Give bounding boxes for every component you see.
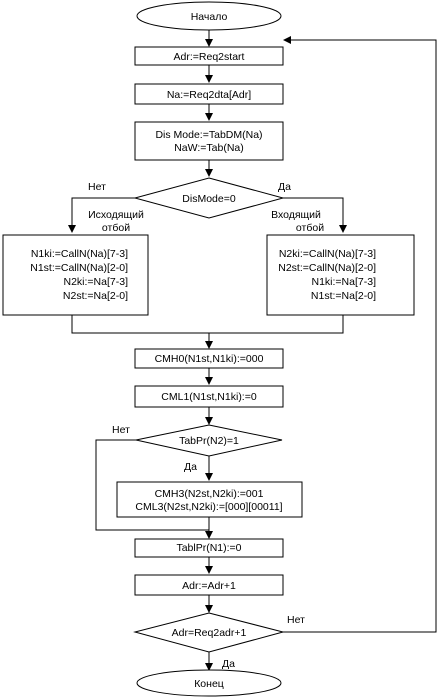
left-line-3: N2ki:=Na[7-3] <box>64 276 129 288</box>
edge-loop-back <box>283 36 437 633</box>
adr-end-decision <box>133 612 285 653</box>
outgoing-branch-box <box>2 234 149 316</box>
right-caption-1: Входящий <box>271 209 321 221</box>
adr-init-box <box>134 46 284 66</box>
nodes: Начало Adr:=Req2start Na:=Req2dta[Adr] D… <box>2 1 415 697</box>
end-terminal <box>136 669 282 697</box>
cmh0-box <box>134 348 284 369</box>
tablpr-label: TablPr(N1):=0 <box>176 542 241 554</box>
edge-dismode-yes-branch <box>283 197 347 233</box>
adr-init-label: Adr:=Req2start <box>174 51 245 63</box>
adr-inc-box <box>134 574 284 596</box>
start-terminal <box>136 1 282 31</box>
right-line-3: N1ki:=Na[7-3] <box>312 276 377 288</box>
cml1-box <box>134 385 284 408</box>
right-line-2: N2st:=CallN(Na)[2-0] <box>278 262 376 274</box>
tabpr-yes-label: Да <box>184 461 197 473</box>
adr-end-no-label: Нет <box>287 614 305 626</box>
adr-end-decision-label: Adr=Req2adr+1 <box>172 627 247 639</box>
right-line-4: N1st:=Na[2-0] <box>311 290 376 302</box>
right-caption-2: отбой <box>296 222 324 234</box>
dismode-yes-label: Да <box>278 181 291 193</box>
cml1-label: CML1(N1st,N1ki):=0 <box>161 391 257 403</box>
edge-branches-merge <box>71 315 344 334</box>
dismode-box <box>134 121 284 161</box>
edges <box>68 30 437 671</box>
na-read-box <box>134 83 284 105</box>
tabpr-decision-label: TabPr(N2)=1 <box>179 435 239 447</box>
na-read-label: Na:=Req2dta[Adr] <box>167 89 251 101</box>
cmh3-line-2: CML3(N2st,N2ki):=[000][00011] <box>135 501 282 513</box>
cmh0-label: CMH0(N1st,N1ki):=000 <box>155 353 264 365</box>
dismode-decision <box>133 177 285 219</box>
edge-dismode-no-branch <box>68 197 135 233</box>
cmh3-box <box>116 481 303 518</box>
left-caption-2: отбой <box>102 222 130 234</box>
left-line-1: N1ki:=CallN(Na)[7-3] <box>31 248 128 260</box>
start-label: Начало <box>191 11 228 23</box>
tabpr-decision <box>135 424 283 457</box>
adr-inc-label: Adr:=Adr+1 <box>182 580 236 592</box>
edge-tabpr-no-bypass <box>95 439 209 531</box>
end-label: Конец <box>194 678 224 690</box>
adr-end-yes-label: Да <box>222 658 235 670</box>
dismode-no-label: Нет <box>88 181 106 193</box>
left-line-2: N1st:=CallN(Na)[2-0] <box>30 262 128 274</box>
tabpr-no-label: Нет <box>112 424 130 436</box>
tablpr-box <box>134 538 284 558</box>
dismode-decision-label: DisMode=0 <box>182 193 236 205</box>
cmh3-line-1: CMH3(N2st,N2ki):=001 <box>155 488 264 500</box>
dismode-line-1: Dis Mode:=TabDM(Na) <box>155 129 262 141</box>
left-line-4: N2st:=Na[2-0] <box>63 290 128 302</box>
dismode-line-2: NaW:=Tab(Na) <box>174 142 244 154</box>
right-line-1: N2ki:=CallN(Na)[7-3] <box>279 248 376 260</box>
left-caption-1: Исходящий <box>88 209 144 221</box>
incoming-branch-box <box>266 234 415 316</box>
